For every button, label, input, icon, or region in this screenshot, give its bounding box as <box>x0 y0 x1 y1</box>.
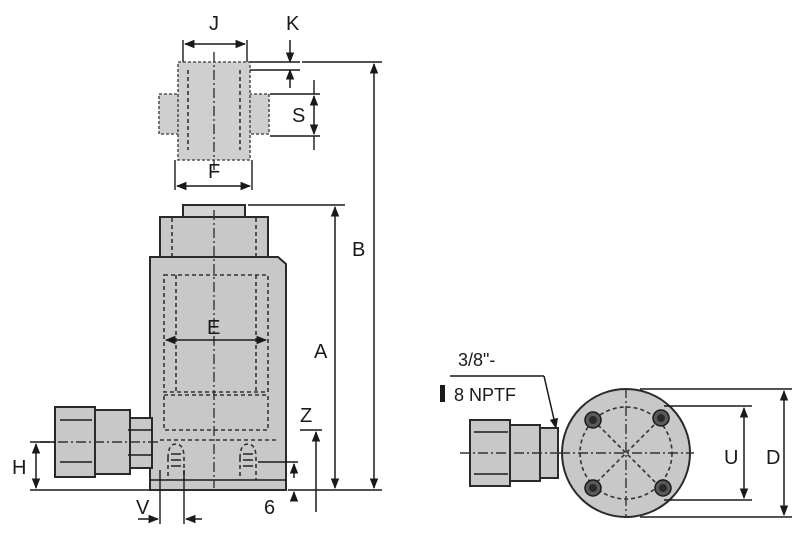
mounting-hole-right <box>239 443 257 480</box>
dim-k: K <box>250 13 300 88</box>
label-b: B <box>352 239 365 261</box>
label-v: V <box>136 497 150 519</box>
dim-h: H <box>12 441 150 491</box>
port-note-line1: 3/8"- <box>458 350 495 370</box>
label-e: E <box>207 317 220 339</box>
dim-6: 6 <box>258 461 299 519</box>
dim-z: Z <box>300 405 322 512</box>
side-coupler <box>40 406 160 478</box>
label-d: D <box>766 447 780 469</box>
dim-u: U <box>664 405 752 501</box>
label-s: S <box>292 105 305 127</box>
bolt-icon <box>654 479 672 497</box>
bolt-icon <box>584 411 602 429</box>
port-note-bullet <box>440 385 445 402</box>
dim-s: S <box>270 80 320 150</box>
dim-f: F <box>174 160 253 191</box>
label-a: A <box>314 341 328 363</box>
dim-v: V <box>136 470 202 524</box>
dim-j: J <box>182 13 248 62</box>
label-z: Z <box>300 405 312 427</box>
bolt-icon <box>584 479 602 497</box>
cylinder-body <box>149 256 287 491</box>
cylinder-side-view <box>40 204 287 491</box>
dim-e: E <box>164 317 268 345</box>
port-note: 3/8"- 8 NPTF <box>440 350 558 430</box>
label-6: 6 <box>264 497 275 519</box>
dim-a: A <box>248 204 382 491</box>
label-k: K <box>286 13 300 35</box>
label-j: J <box>209 13 219 35</box>
dim-b: B <box>302 61 382 490</box>
label-u: U <box>724 447 738 469</box>
bolt-icon <box>652 409 670 427</box>
cylinder-top-view <box>460 388 694 518</box>
label-f: F <box>208 161 220 183</box>
port-note-line2: 8 NPTF <box>454 385 516 405</box>
mounting-hole-left <box>167 443 185 480</box>
dim-d: D <box>640 388 792 518</box>
saddle-detail <box>158 52 270 170</box>
label-h: H <box>12 457 26 479</box>
